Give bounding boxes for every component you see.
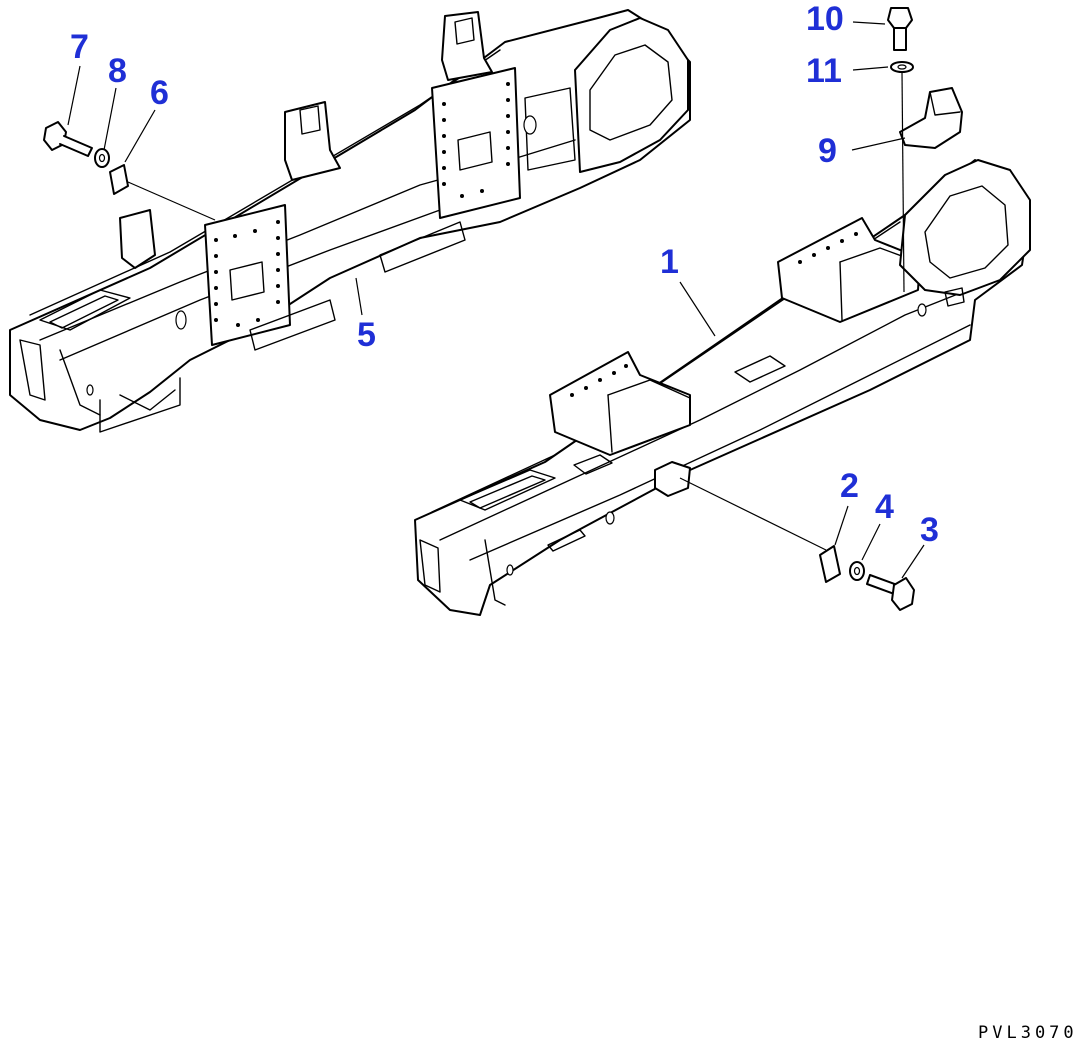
bolt-3-icon	[866, 574, 915, 611]
washer-8-icon	[94, 148, 110, 168]
callout-labels: 1 2 3 4 5 6 7 8 9 10 11	[70, 0, 939, 549]
front-block-holes	[570, 364, 628, 397]
left-track-frame	[9, 9, 691, 433]
callout-leaders	[67, 21, 925, 579]
callout-1: 1	[660, 243, 679, 281]
bolt-7-icon	[43, 121, 93, 157]
washer-11-icon	[890, 61, 914, 73]
callout-4: 4	[875, 488, 894, 526]
drawing-code: PVL3070	[978, 1023, 1078, 1043]
left-hardware	[43, 121, 216, 221]
right-top-hardware	[887, 7, 963, 293]
callout-10: 10	[806, 0, 844, 38]
callout-2: 2	[840, 467, 859, 505]
right-plate-holes	[442, 82, 510, 198]
right-track-frame	[414, 159, 1031, 616]
callout-3: 3	[920, 511, 939, 549]
rear-block-holes	[798, 232, 858, 264]
bracket-9-icon	[899, 87, 963, 149]
right-side-hardware	[679, 477, 915, 611]
callout-7: 7	[70, 28, 89, 66]
callout-5: 5	[357, 316, 376, 354]
callout-9: 9	[818, 132, 837, 170]
plate-6-icon	[109, 164, 129, 195]
plate-2-icon	[819, 545, 841, 583]
callout-8: 8	[108, 52, 127, 90]
callout-6: 6	[150, 74, 169, 112]
washer-4-icon	[849, 561, 865, 581]
callout-11: 11	[806, 52, 842, 90]
left-plate-holes	[214, 220, 280, 327]
bolt-10-icon	[887, 7, 913, 51]
